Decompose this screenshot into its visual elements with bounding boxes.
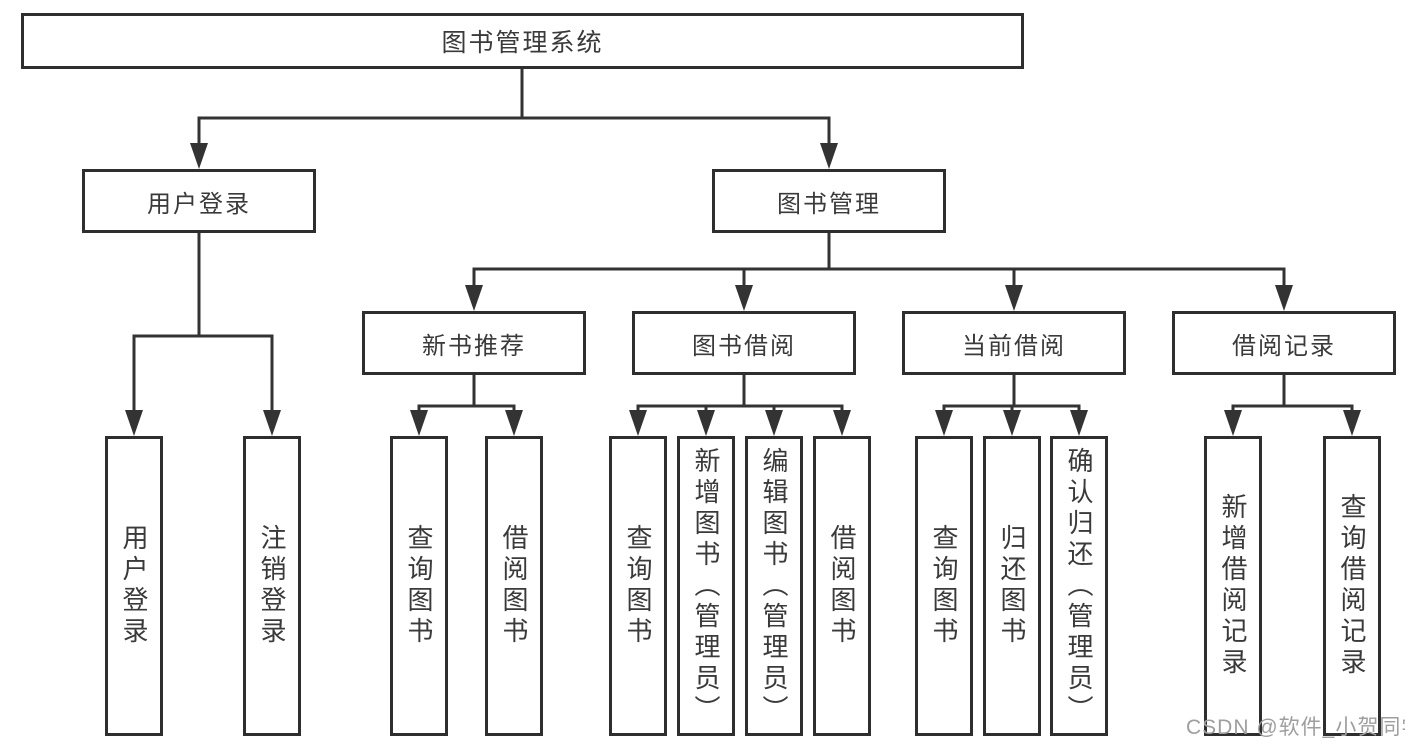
leaf-record-add-record: 新增借阅记录 [1204, 436, 1262, 736]
leaf-borrow-borrow-book-label: 借阅图书 [827, 524, 857, 648]
node-current-borrow: 当前借阅 [902, 311, 1126, 375]
node-current-borrow-label: 当前借阅 [962, 332, 1066, 360]
node-book-management-label: 图书管理 [777, 190, 881, 218]
node-library-system: 图书管理系统 [21, 13, 1024, 69]
leaf-borrow-query-book-label: 查询图书 [623, 524, 653, 648]
leaf-login: 用户登录 [105, 436, 163, 736]
leaf-current-confirm-return: 确认归还（管理员） [1050, 436, 1108, 736]
leaf-current-confirm-return-label: 确认归还（管理员） [1064, 446, 1094, 726]
node-borrow-record: 借阅记录 [1172, 311, 1396, 375]
node-borrow-record-label: 借阅记录 [1232, 332, 1336, 360]
arrowheads [125, 143, 1361, 436]
leaf-recommend-query-book-label: 查询图书 [404, 524, 434, 648]
leaf-recommend-query-book: 查询图书 [390, 436, 448, 736]
node-book-borrow: 图书借阅 [632, 311, 856, 375]
leaf-current-return-book: 归还图书 [983, 436, 1041, 736]
leaf-logout-label: 注销登录 [257, 524, 287, 648]
node-library-system-label: 图书管理系统 [441, 29, 604, 57]
watermark: CSDN @软件_小贺同学 [1186, 716, 1405, 739]
leaf-current-return-book-label: 归还图书 [997, 524, 1027, 648]
leaf-logout: 注销登录 [243, 436, 301, 736]
leaf-borrow-borrow-book: 借阅图书 [813, 436, 871, 736]
leaf-record-add-record-label: 新增借阅记录 [1218, 493, 1248, 679]
node-new-book-recommend: 新书推荐 [362, 311, 586, 375]
leaf-current-query-book-label: 查询图书 [929, 524, 959, 648]
leaf-login-label: 用户登录 [119, 524, 149, 648]
leaf-borrow-add-book-label: 新增图书（管理员） [691, 446, 721, 726]
leaf-current-query-book: 查询图书 [915, 436, 973, 736]
leaf-borrow-edit-book: 编辑图书（管理员） [745, 436, 803, 736]
node-user-login-label: 用户登录 [147, 190, 251, 218]
leaf-borrow-edit-book-label: 编辑图书（管理员） [759, 446, 789, 726]
leaf-record-query-record-label: 查询借阅记录 [1337, 493, 1367, 679]
node-book-management: 图书管理 [712, 169, 946, 233]
node-book-borrow-label: 图书借阅 [692, 332, 796, 360]
leaf-recommend-borrow-book-label: 借阅图书 [499, 524, 529, 648]
leaf-borrow-add-book: 新增图书（管理员） [677, 436, 735, 736]
leaf-record-query-record: 查询借阅记录 [1323, 436, 1381, 736]
node-user-login: 用户登录 [82, 169, 316, 233]
leaf-recommend-borrow-book: 借阅图书 [485, 436, 543, 736]
leaf-borrow-query-book: 查询图书 [609, 436, 667, 736]
node-new-book-recommend-label: 新书推荐 [422, 332, 526, 360]
